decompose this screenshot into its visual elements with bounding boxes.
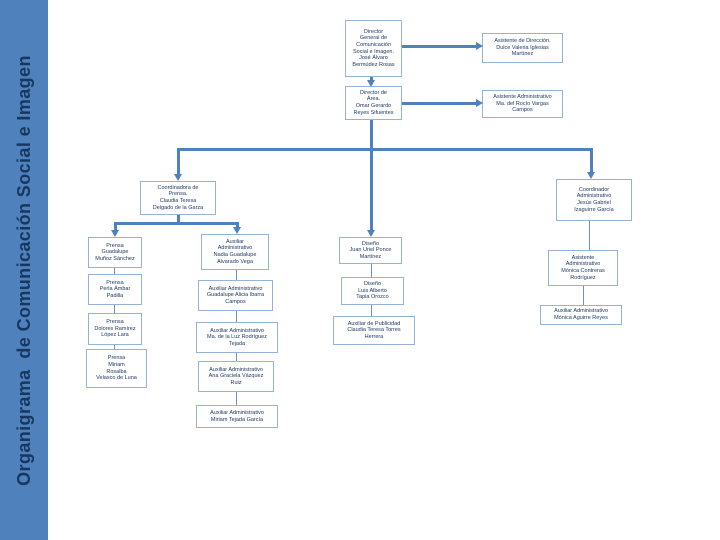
connector-dg-asistente <box>402 45 476 48</box>
node-asistente-administrativo: Asistente Administrativo Ma. del Rocío V… <box>482 90 563 118</box>
node-asistente-direccion: Asistente de Dirección. Dulce Valeria Ig… <box>482 33 563 63</box>
node-auxiliar-1: Auxiliar Administrativo Nadia Guadalupe … <box>201 234 269 270</box>
connector-dg-da <box>370 77 373 81</box>
connector-a4-a5 <box>236 392 237 405</box>
node-auxiliar-admin-2: Auxiliar Administrativo Mónica Aguirre R… <box>540 305 622 325</box>
node-asistente-admin-2: Asistente Administrativo Mónica Contrera… <box>548 250 618 286</box>
connector-distribution-bar <box>177 148 593 151</box>
arrowhead-down-icon <box>111 230 119 237</box>
arrowhead-down-icon <box>587 172 595 179</box>
arrowhead-down-icon <box>174 174 182 181</box>
connector-asist2-aux2 <box>583 286 584 305</box>
node-auxiliar-4: Auxiliar Administrativo Ana Graciela Váz… <box>198 361 274 392</box>
connector-p1-p2 <box>114 268 115 274</box>
connector-drop-admin <box>590 148 593 173</box>
node-diseno-1: Diseño Juan Uriel Ponce Martínez <box>339 237 402 264</box>
connector-da-asistadmin <box>402 102 476 105</box>
connector-a3-a4 <box>236 353 237 361</box>
connector-d2-d3 <box>371 305 372 316</box>
node-director-general: Director General de Comunicación Social … <box>345 20 402 77</box>
connector-a2-a3 <box>236 311 237 322</box>
page-title: Organigrama de Comunicación Social e Ima… <box>13 54 34 486</box>
node-aux-publicidad: Auxiliar de Publicidad Claudia Teresa To… <box>333 316 415 345</box>
connector-drop-prensa <box>177 148 180 175</box>
connector-cp-auxiliar1 <box>236 222 239 227</box>
arrowhead-right-icon <box>476 99 483 107</box>
node-diseno-2: Diseño Luis Alberto Tapia Orozco <box>341 277 404 305</box>
connector-p3-p4 <box>114 345 115 349</box>
node-prensa-2: Prensa Perla Ámbar Padilla <box>88 274 142 305</box>
arrowhead-down-icon <box>367 230 375 237</box>
connector-p2-p3 <box>114 305 115 313</box>
node-auxiliar-5: Auxiliar Administrativo Miriam Tejada Ga… <box>196 405 278 428</box>
connector-d1-d2 <box>371 264 372 277</box>
node-coordinadora-prensa: Coordinadora de Prensa. Claudia Teresa D… <box>140 181 216 215</box>
node-prensa-1: Prensa Guadalupe Muñoz Sánchez <box>88 237 142 268</box>
node-prensa-3: Prensa Dolores Ramírez López Lara <box>88 313 142 345</box>
connector-ca-asist2 <box>589 221 590 250</box>
connector-da-diseno <box>370 120 373 230</box>
node-coordinador-administrativo: Coordinador Administrativo Jesús Gabriel… <box>556 179 632 221</box>
arrowhead-down-icon <box>233 227 241 234</box>
node-prensa-4: Prensa Miriam Rosalba Velasco de Luna <box>86 349 147 388</box>
title-band: Organigrama de Comunicación Social e Ima… <box>0 0 48 540</box>
node-director-area: Director de Área. Omar Gerardo Reyes Sif… <box>345 86 402 120</box>
arrowhead-right-icon <box>476 42 483 50</box>
connector-a1-a2 <box>236 270 237 280</box>
connector-cp-prensa1 <box>114 222 117 230</box>
node-auxiliar-3: Auxiliar Administrativo Ma. de la Luz Ro… <box>196 322 278 353</box>
arrowhead-down-icon <box>367 80 375 87</box>
node-auxiliar-2: Auxiliar Administrativo Guadalupe Alicia… <box>198 280 273 311</box>
connector-cp-split <box>114 222 239 225</box>
connector-cp-stub <box>177 215 180 225</box>
